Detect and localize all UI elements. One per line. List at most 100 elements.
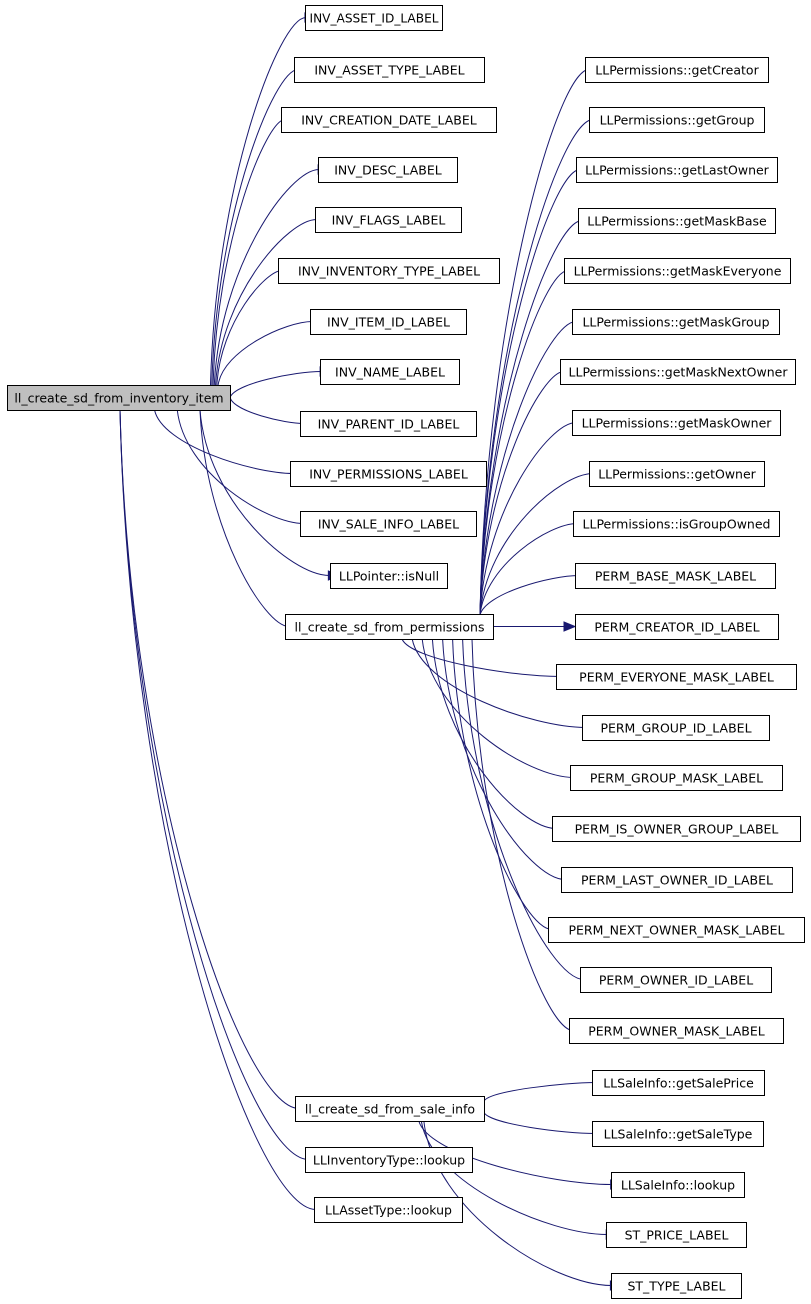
node-box: [285, 614, 494, 640]
node-label: ST_PRICE_LABEL: [625, 1228, 729, 1243]
graph-node-inv-parent-id[interactable]: INV_PARENT_ID_LABEL: [300, 411, 477, 437]
node-label: INV_ASSET_ID_LABEL: [310, 11, 439, 26]
node-box: [294, 57, 485, 83]
node-label: INV_PARENT_ID_LABEL: [318, 417, 460, 432]
graph-node-inv-flags[interactable]: INV_FLAGS_LABEL: [315, 207, 462, 233]
node-label: LLPermissions::getMaskOwner: [582, 416, 773, 431]
graph-node-inv-asset-type[interactable]: INV_ASSET_TYPE_LABEL: [294, 57, 485, 83]
node-box: [290, 461, 487, 487]
node-label: ll_create_sd_from_permissions: [295, 620, 485, 635]
graph-node-p-getowner[interactable]: LLPermissions::getOwner: [589, 461, 765, 487]
graph-node-p-getmaskowner[interactable]: LLPermissions::getMaskOwner: [572, 410, 781, 436]
graph-node-inv-item-id[interactable]: INV_ITEM_ID_LABEL: [310, 309, 467, 335]
edge-line: [479, 422, 577, 616]
node-label: INV_SALE_INFO_LABEL: [318, 517, 459, 532]
graph-node-perm-next-owner-mask[interactable]: PERM_NEXT_OWNER_MASK_LABEL: [548, 917, 805, 943]
node-box: [606, 1222, 747, 1248]
node-label: LLPermissions::getCreator: [595, 63, 759, 78]
graph-node-p-getmaskeveryone[interactable]: LLPermissions::getMaskEveryone: [564, 258, 791, 284]
node-box: [7, 385, 231, 411]
node-label: PERM_CREATOR_ID_LABEL: [594, 620, 759, 635]
graph-node-inv-sale-info[interactable]: INV_SALE_INFO_LABEL: [300, 511, 477, 537]
node-box: [548, 917, 805, 943]
node-box: [556, 664, 797, 690]
graph-node-p-getmaskgroup[interactable]: LLPermissions::getMaskGroup: [572, 309, 780, 335]
graph-node-llpointer-isnull[interactable]: LLPointer::isNull: [330, 563, 448, 589]
call-edge-sale_fn-to-s_getsaleprice: [483, 1077, 608, 1102]
node-label: LLAssetType::lookup: [325, 1203, 452, 1218]
node-label: ll_create_sd_from_inventory_item: [14, 391, 223, 406]
node-box: [330, 563, 448, 589]
call-edge-perm_fn-to-perm_is_owner_group: [431, 638, 568, 834]
graph-node-s-getsaleprice[interactable]: LLSaleInfo::getSalePrice: [592, 1070, 765, 1096]
node-box: [552, 816, 801, 842]
graph-node-s-lookup[interactable]: LLSaleInfo::lookup: [611, 1172, 745, 1198]
node-box: [578, 208, 776, 234]
graph-node-perm-everyone-mask[interactable]: PERM_EVERYONE_MASK_LABEL: [556, 664, 797, 690]
graph-node-perm-last-owner-id[interactable]: PERM_LAST_OWNER_ID_LABEL: [561, 867, 793, 893]
graph-node-perm-fn[interactable]: ll_create_sd_from_permissions: [285, 614, 494, 640]
edge-line: [479, 523, 578, 616]
edge-line: [479, 69, 590, 616]
graph-node-inv-name[interactable]: INV_NAME_LABEL: [320, 359, 460, 385]
graph-node-perm-owner-mask[interactable]: PERM_OWNER_MASK_LABEL: [569, 1018, 784, 1044]
graph-node-p-getmaskbase[interactable]: LLPermissions::getMaskBase: [578, 208, 776, 234]
edge-line: [229, 397, 305, 424]
graph-node-perm-group-mask[interactable]: PERM_GROUP_MASK_LABEL: [570, 765, 783, 791]
node-label: LLSaleInfo::lookup: [621, 1178, 735, 1193]
edge-line: [199, 409, 290, 627]
graph-node-perm-group-id[interactable]: PERM_GROUP_ID_LABEL: [582, 715, 770, 741]
graph-node-s-getsaletype[interactable]: LLSaleInfo::getSaleType: [592, 1121, 764, 1147]
graph-node-root: ll_create_sd_from_inventory_item: [7, 385, 231, 411]
graph-node-p-getlastowner[interactable]: LLPermissions::getLastOwner: [576, 157, 778, 183]
graph-node-st-type[interactable]: ST_TYPE_LABEL: [611, 1273, 742, 1299]
node-label: INV_CREATION_DATE_LABEL: [301, 113, 477, 128]
graph-node-sale-fn[interactable]: ll_create_sd_from_sale_info: [295, 1096, 485, 1122]
graph-node-p-isgroupowned[interactable]: LLPermissions::isGroupOwned: [573, 511, 780, 537]
graph-node-inv-asset-id[interactable]: INV_ASSET_ID_LABEL: [305, 5, 443, 31]
graph-node-perm-base-mask[interactable]: PERM_BASE_MASK_LABEL: [575, 563, 776, 589]
node-label: LLSaleInfo::getSaleType: [604, 1127, 753, 1142]
edge-line: [119, 409, 316, 1210]
call-edge-sale_fn-to-s_getsaletype: [483, 1112, 608, 1139]
graph-node-assettype-lookup[interactable]: LLAssetType::lookup: [314, 1197, 463, 1223]
graph-node-perm-creator-id[interactable]: PERM_CREATOR_ID_LABEL: [575, 614, 779, 640]
graph-node-inv-inventory-type[interactable]: INV_INVENTORY_TYPE_LABEL: [278, 258, 500, 284]
call-edge-root-to-inv_permissions: [154, 409, 306, 479]
graph-node-p-getmasknextowner[interactable]: LLPermissions::getMaskNextOwner: [560, 359, 796, 385]
edge-line: [479, 371, 565, 616]
edge-line: [418, 1120, 612, 1185]
graph-node-inv-creation-date[interactable]: INV_CREATION_DATE_LABEL: [281, 107, 497, 133]
call-edge-root-to-inv_creation_date: [212, 114, 297, 386]
call-edge-perm_fn-to-p_getmaskowner: [479, 417, 588, 616]
graph-node-inventorytype-lookup[interactable]: LLInventoryType::lookup: [305, 1147, 473, 1173]
edge-line: [154, 409, 295, 474]
node-box: [569, 1018, 784, 1044]
node-box: [589, 107, 765, 133]
graph-node-inv-desc[interactable]: INV_DESC_LABEL: [318, 157, 458, 183]
graph-node-perm-is-owner-group[interactable]: PERM_IS_OWNER_GROUP_LABEL: [552, 816, 801, 842]
node-box: [278, 258, 500, 284]
node-box: [592, 1070, 765, 1096]
node-label: INV_PERMISSIONS_LABEL: [309, 467, 468, 482]
call-edge-root-to-inventorytype_lookup: [119, 409, 320, 1165]
graph-node-p-getcreator[interactable]: LLPermissions::getCreator: [585, 57, 769, 83]
node-label: PERM_OWNER_MASK_LABEL: [588, 1024, 765, 1039]
node-label: LLPointer::isNull: [339, 569, 439, 584]
graph-node-p-getgroup[interactable]: LLPermissions::getGroup: [589, 107, 765, 133]
node-label: ST_TYPE_LABEL: [627, 1279, 725, 1294]
node-box: [305, 1147, 473, 1173]
edge-line: [199, 409, 330, 576]
node-label: PERM_NEXT_OWNER_MASK_LABEL: [569, 923, 785, 938]
graph-node-inv-permissions[interactable]: INV_PERMISSIONS_LABEL: [290, 461, 487, 487]
graph-node-st-price[interactable]: ST_PRICE_LABEL: [606, 1222, 747, 1248]
call-edge-root-to-inv_item_id: [217, 316, 324, 386]
node-label: INV_DESC_LABEL: [334, 163, 442, 178]
node-box: [592, 1121, 764, 1147]
node-box: [318, 157, 458, 183]
edge-line: [210, 17, 307, 386]
node-label: LLPermissions::getMaskEveryone: [574, 264, 782, 279]
node-label: PERM_GROUP_MASK_LABEL: [590, 771, 763, 786]
graph-node-perm-owner-id[interactable]: PERM_OWNER_ID_LABEL: [580, 967, 772, 993]
node-label: LLPermissions::isGroupOwned: [583, 517, 771, 532]
